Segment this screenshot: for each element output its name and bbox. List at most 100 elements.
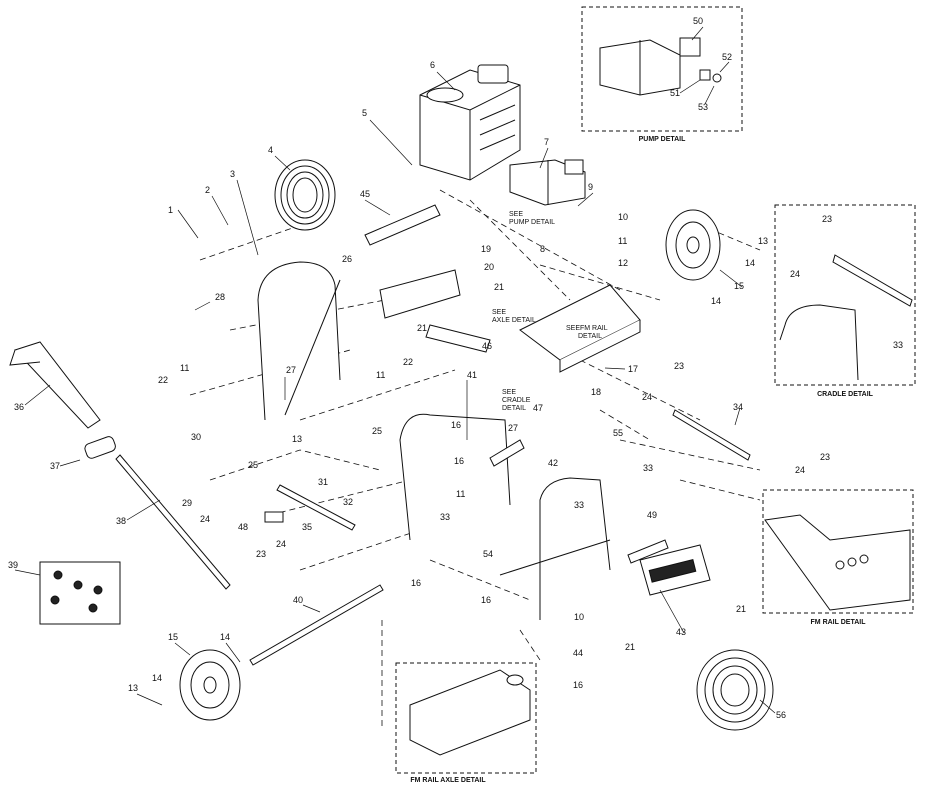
wheel-left [179, 649, 241, 721]
see-detail-label: DETAIL [502, 405, 526, 412]
see-axle-detail-note: SEE AXLE DETAIL [492, 309, 536, 324]
callout-15: 15 [734, 281, 744, 291]
callout-13c: 13 [128, 683, 138, 693]
callout-20: 20 [484, 262, 494, 272]
callout-55: 55 [613, 428, 623, 438]
callout-16e: 16 [573, 680, 583, 690]
callout-26: 26 [342, 254, 352, 264]
callout-36: 36 [14, 402, 24, 412]
callout-10b: 10 [574, 612, 584, 622]
see-label: SEE [566, 325, 580, 332]
wheel-right [665, 209, 721, 281]
nozzle-holder [379, 269, 461, 319]
spray-lance [84, 436, 231, 590]
axle [249, 584, 384, 666]
callout-23b: 23 [674, 361, 684, 371]
fm-rail-axle-detail-box: FM RAIL AXLE DETAIL [395, 662, 537, 784]
callout-21b: 21 [417, 323, 427, 333]
see-fm-rail-note: SEE FM RAIL DETAIL [566, 325, 608, 340]
see-detail-label: DETAIL [578, 333, 602, 340]
see-label: SEE [492, 309, 506, 316]
callout-9: 9 [588, 182, 593, 192]
callout-46: 46 [482, 341, 492, 351]
callout-41: 41 [467, 370, 477, 380]
callout-23: 23 [256, 549, 266, 559]
see-cradle-label: CRADLE [502, 397, 531, 404]
fm-rail-detail-art [764, 514, 911, 611]
callout-6: 6 [430, 60, 435, 70]
callout-5: 5 [362, 108, 367, 118]
see-pump-detail-label: PUMP DETAIL [509, 219, 555, 226]
see-pump-detail-note: SEE PUMP DETAIL [509, 211, 555, 226]
callout-3: 3 [230, 169, 235, 179]
callout-14: 14 [745, 258, 755, 268]
callout-31: 31 [318, 477, 328, 487]
callout-24e: 24 [790, 269, 800, 279]
callout-21d: 21 [625, 642, 635, 652]
spray-gun [9, 341, 101, 429]
callout-52: 52 [722, 52, 732, 62]
callout-24d: 24 [795, 465, 805, 475]
engine [419, 64, 521, 181]
pump-assembly [509, 159, 586, 206]
callout-11b: 11 [180, 363, 189, 373]
callout-14d: 14 [152, 673, 162, 683]
callout-24c: 24 [642, 392, 652, 402]
callout-25b: 25 [248, 460, 258, 470]
base-plate [519, 284, 641, 373]
callout-33: 33 [440, 512, 450, 522]
callout-33b: 33 [574, 500, 584, 510]
callout-16: 16 [451, 420, 461, 430]
callout-7: 7 [544, 137, 549, 147]
callout-21c: 21 [736, 604, 746, 614]
pump-detail-caption: PUMP DETAIL [639, 136, 687, 143]
callout-2: 2 [205, 185, 210, 195]
see-fm-rail-label: FM RAIL [580, 325, 608, 332]
see-label: SEE [509, 211, 523, 218]
callout-25: 25 [372, 426, 382, 436]
callout-54: 54 [483, 549, 493, 559]
callout-23c: 23 [820, 452, 830, 462]
callout-35: 35 [302, 522, 312, 532]
leader-lines [14, 26, 776, 714]
callout-32: 32 [343, 497, 353, 507]
cradle-detail-box: CRADLE DETAIL [774, 204, 916, 398]
callout-11c: 11 [376, 370, 385, 380]
callout-14c: 14 [220, 632, 230, 642]
callout-42: 42 [548, 458, 558, 468]
callout-33d: 33 [893, 340, 903, 350]
callout-16d: 16 [481, 595, 491, 605]
callout-19: 19 [481, 244, 491, 254]
callout-47: 47 [533, 403, 543, 413]
callout-13b: 13 [292, 434, 302, 444]
nozzle-set-box [39, 561, 121, 625]
callout-48: 48 [238, 522, 248, 532]
callout-29: 29 [182, 498, 192, 508]
callout-34: 34 [733, 402, 743, 412]
callout-11: 11 [618, 236, 627, 246]
callout-40: 40 [293, 595, 303, 605]
callout-22: 22 [403, 357, 413, 367]
callout-37: 37 [50, 461, 60, 471]
fm-rail-axle-detail-art [409, 669, 531, 756]
callout-24b: 24 [276, 539, 286, 549]
callout-27: 27 [286, 365, 296, 375]
callout-24: 24 [200, 514, 210, 524]
callout-27b: 27 [508, 423, 518, 433]
see-axle-detail-label: AXLE DETAIL [492, 317, 536, 324]
callout-8: 8 [540, 244, 545, 254]
callout-44: 44 [573, 648, 583, 658]
hose-coil-large [696, 649, 774, 731]
callout-1: 1 [168, 205, 173, 215]
callout-17: 17 [628, 364, 638, 374]
callout-45: 45 [360, 189, 370, 199]
callout-13: 13 [758, 236, 768, 246]
callout-21: 21 [494, 282, 504, 292]
pump-detail-art [599, 37, 722, 96]
callout-18: 18 [591, 387, 601, 397]
cradle-detail-caption: CRADLE DETAIL [817, 391, 874, 398]
callout-56: 56 [776, 710, 786, 720]
hose-coil [274, 159, 336, 231]
